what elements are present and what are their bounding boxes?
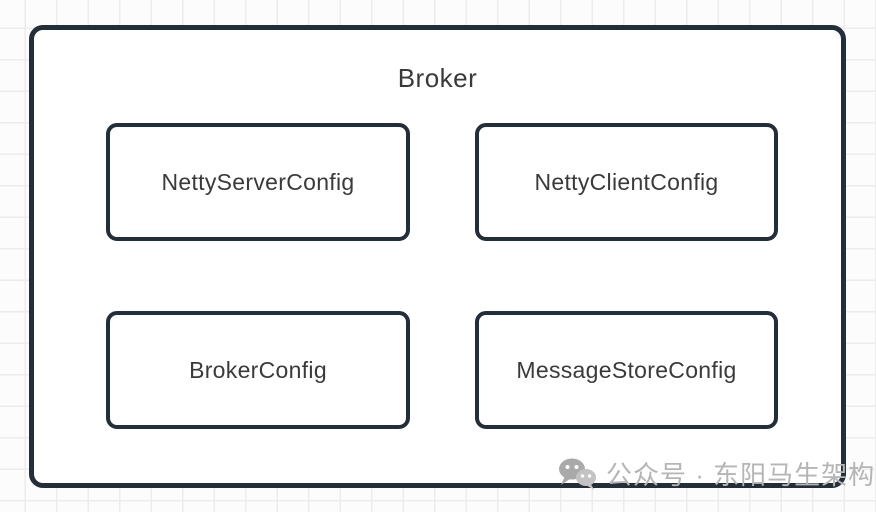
watermark-text: 公众号 · 东阳马生架构 <box>606 459 876 490</box>
watermark: 公众号 · 东阳马生架构 <box>556 452 875 494</box>
node-netty-server-config: NettyServerConfig <box>106 123 410 241</box>
node-label: MessageStoreConfig <box>516 356 737 383</box>
wechat-icon <box>559 458 596 490</box>
broker-title: Broker <box>397 63 478 93</box>
node-label: NettyClientConfig <box>534 168 719 195</box>
node-label: NettyServerConfig <box>161 168 355 195</box>
node-netty-client-config: NettyClientConfig <box>475 123 778 241</box>
node-broker-config: BrokerConfig <box>106 311 410 429</box>
node-message-store-config: MessageStoreConfig <box>475 311 778 429</box>
node-label: BrokerConfig <box>189 356 327 383</box>
